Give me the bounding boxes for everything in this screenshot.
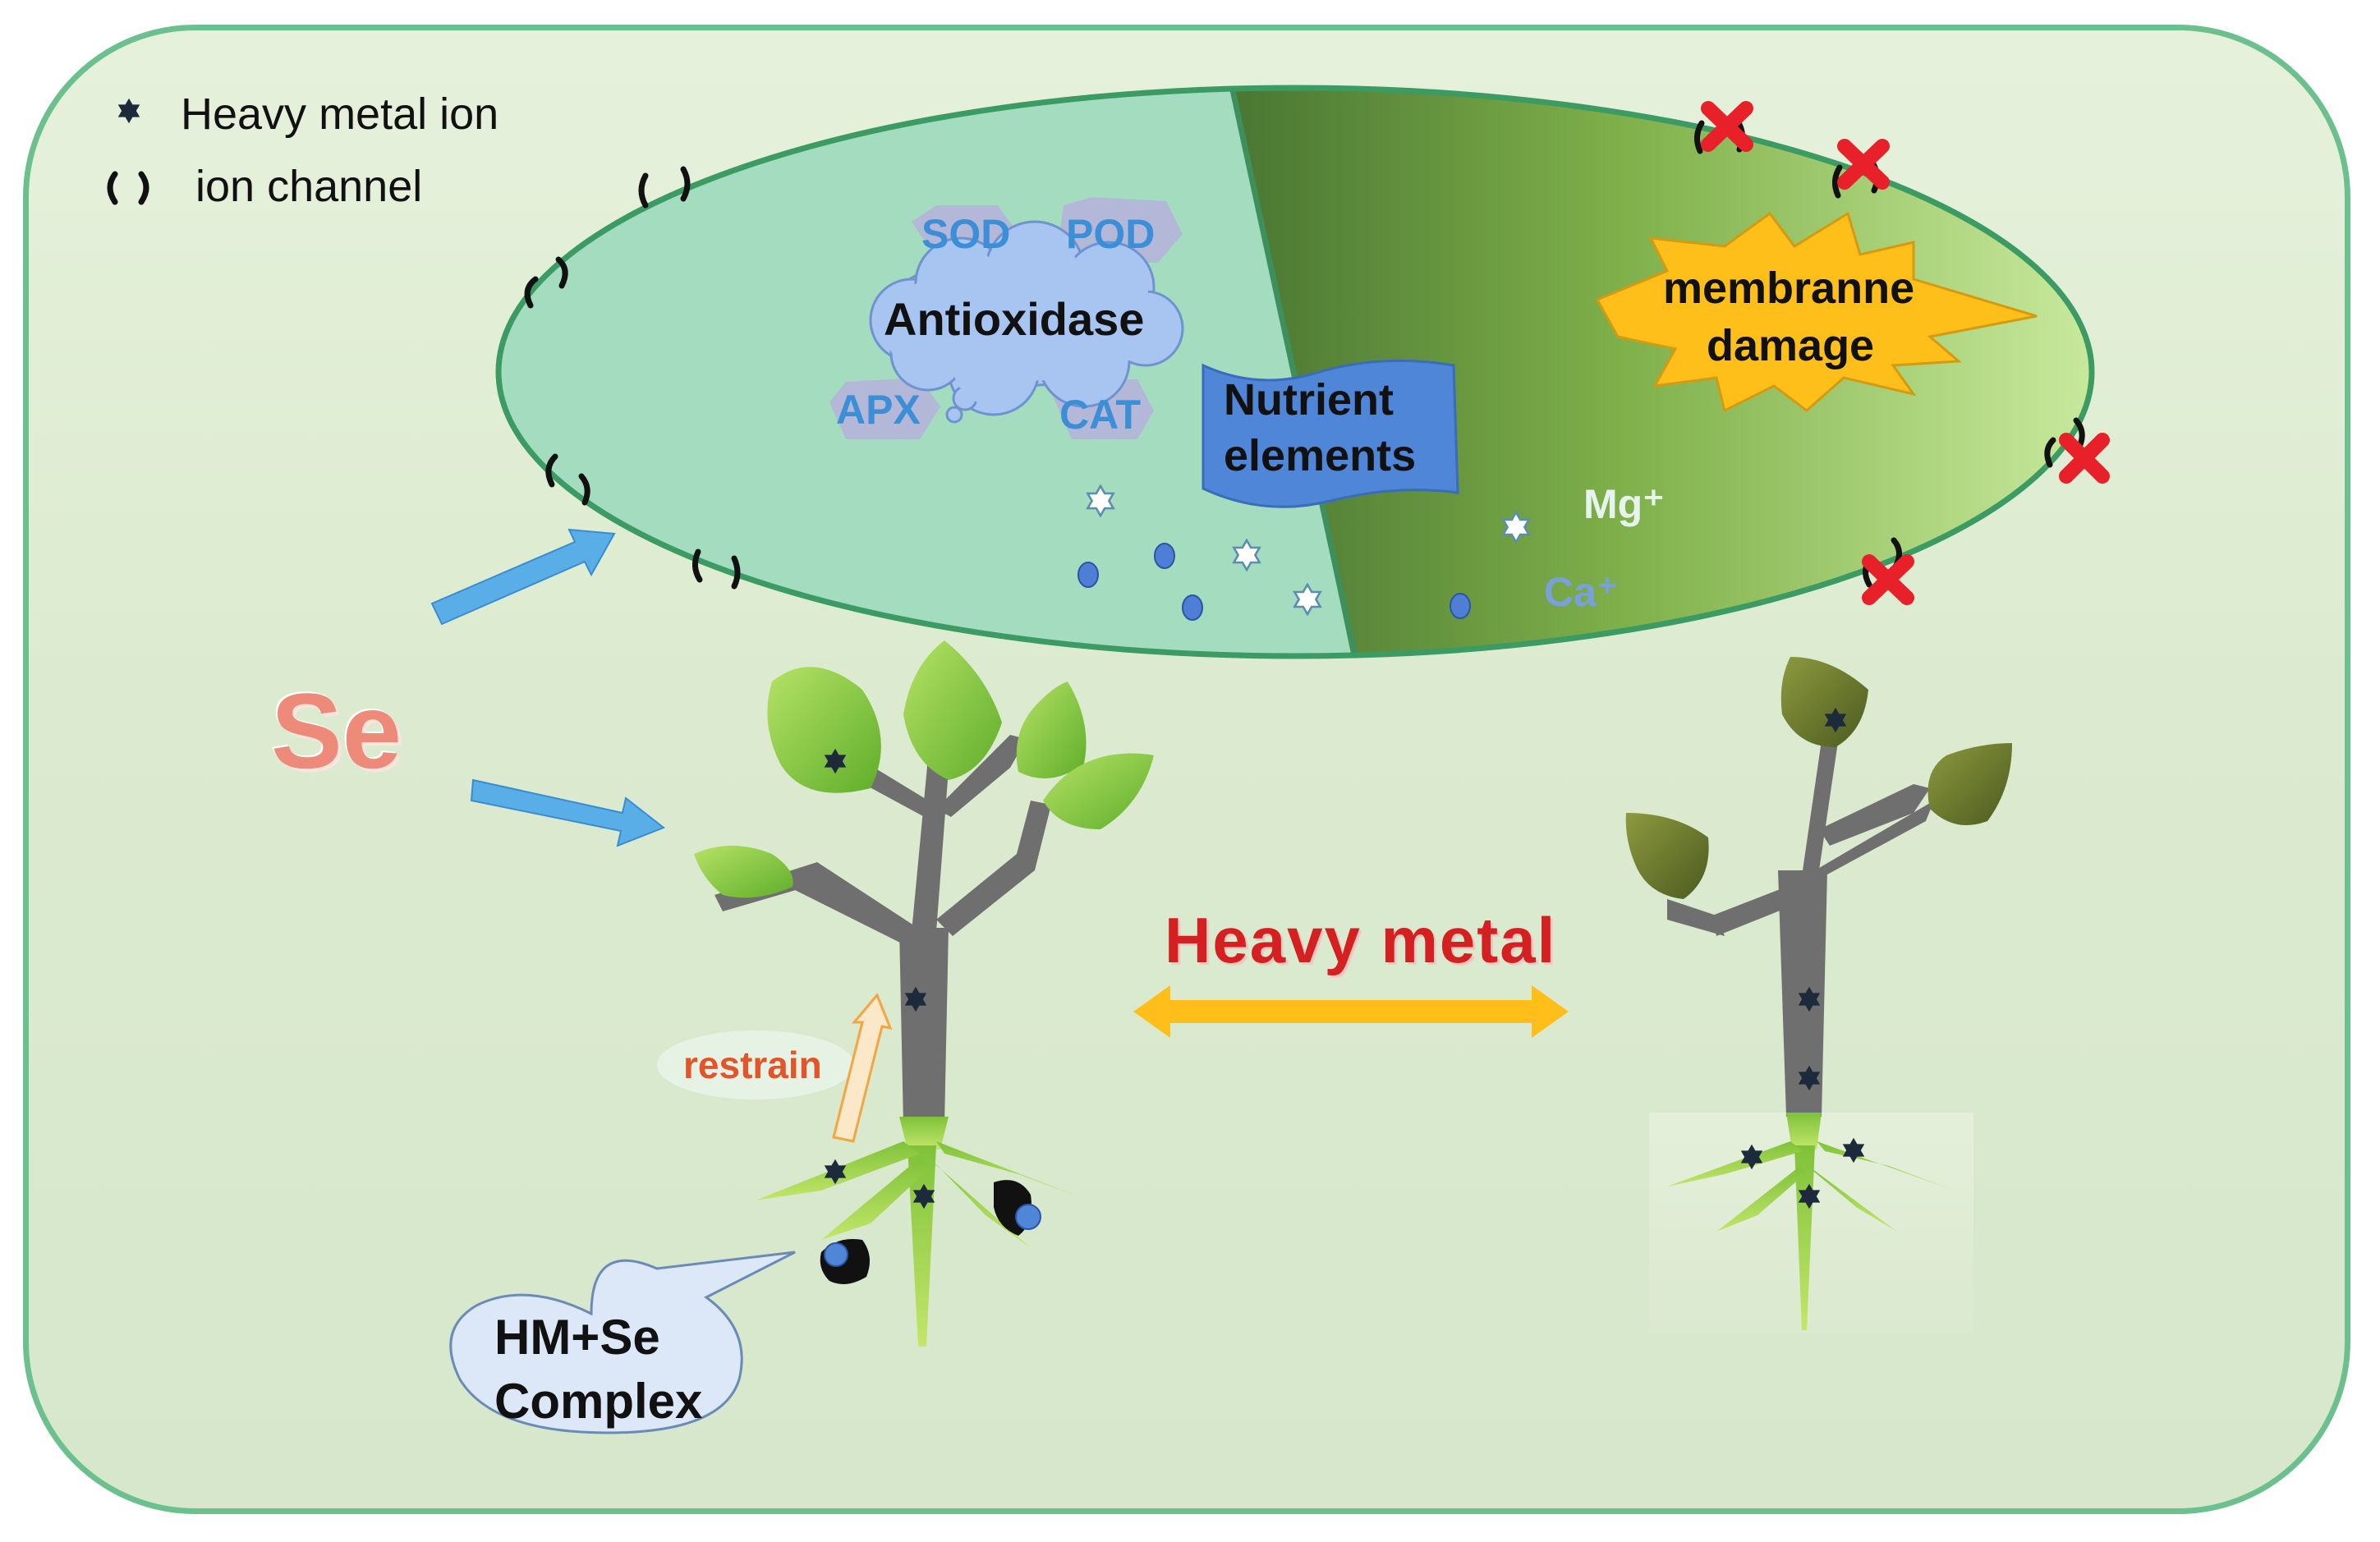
se-to-plant-arrow — [470, 778, 665, 847]
nutrient-label-line1: Nutrient — [1224, 375, 1394, 425]
cat-label: CAT — [1059, 392, 1142, 438]
leaf — [694, 846, 793, 898]
sod-label: SOD — [921, 211, 1011, 257]
cross-icon — [1701, 101, 1753, 152]
cross-icon — [1837, 139, 1890, 190]
ion-dots — [1077, 543, 1471, 621]
membrane-damage-line1: membranne — [1663, 264, 1915, 313]
restrain-pill — [657, 1030, 854, 1099]
cell-membrane — [495, 85, 2095, 659]
ion-channel-1 — [638, 166, 691, 209]
cloud-fill — [883, 232, 1174, 406]
ion-dot — [1182, 594, 1203, 621]
heavy-metal-label: Heavy metal — [1165, 904, 1557, 976]
ca-ion-label: Ca⁺ — [1544, 569, 1619, 615]
pod-label: POD — [1066, 211, 1156, 257]
ion-dot — [1450, 593, 1471, 619]
ion-channel-4 — [692, 548, 741, 590]
healthy-trunk — [714, 714, 1051, 1125]
cell-divider — [1229, 85, 1358, 658]
ion-channel-3 — [545, 453, 590, 506]
antioxidase-label: Antioxidase — [884, 293, 1145, 345]
legend-ion-channel: ion channel — [195, 162, 423, 211]
leaf — [1043, 753, 1154, 829]
apx-label: APX — [836, 387, 921, 433]
cross-icon — [1862, 554, 1914, 605]
leaf — [767, 667, 881, 793]
ion-dot — [1154, 543, 1175, 569]
se-label: Se — [271, 671, 402, 791]
leaf — [1016, 682, 1087, 778]
ion-channel-2 — [524, 256, 568, 309]
cross-icon — [2059, 433, 2110, 484]
heavy-metal-ion-icon — [117, 98, 140, 124]
restrain-label: restrain — [683, 1044, 822, 1086]
wilted-trunk — [1667, 729, 1934, 1117]
hm-se-complex-particle — [820, 1239, 870, 1284]
restrain-arrow — [832, 993, 893, 1143]
healthy-plant — [694, 640, 1154, 1347]
wilted-leaves — [1625, 657, 2012, 899]
apx-shape — [829, 378, 940, 439]
healthy-roots — [756, 1117, 1084, 1347]
complex-label-line1: HM+Se — [494, 1310, 660, 1365]
membrane-damage-line2: damage — [1707, 321, 1875, 370]
leaf — [903, 640, 1002, 780]
ion-dot — [1077, 562, 1099, 588]
complex-label-line2: Complex — [494, 1374, 703, 1429]
wilted-leaf — [1780, 657, 1868, 747]
wilted-leaf — [1927, 743, 2012, 825]
wilted-leaf — [1625, 813, 1709, 899]
nutrient-banner — [1201, 359, 1459, 508]
complex-speech-bubble — [449, 1251, 796, 1434]
healthy-leaves — [694, 640, 1154, 898]
ion-channel-icon — [107, 171, 149, 205]
blocked-channels — [1701, 101, 2110, 605]
heavy-metal-double-arrow — [1133, 985, 1569, 1038]
nutrient-label-line2: elements — [1224, 431, 1417, 480]
membrane-damage-burst — [1595, 211, 2038, 413]
legend-heavy-metal-ion: Heavy metal ion — [181, 89, 499, 139]
se-to-cell-arrow — [430, 528, 616, 626]
hm-se-complex-particle — [994, 1180, 1041, 1236]
wilted-plant — [1625, 657, 2012, 1334]
mg-ion-label: Mg⁺ — [1583, 481, 1665, 527]
